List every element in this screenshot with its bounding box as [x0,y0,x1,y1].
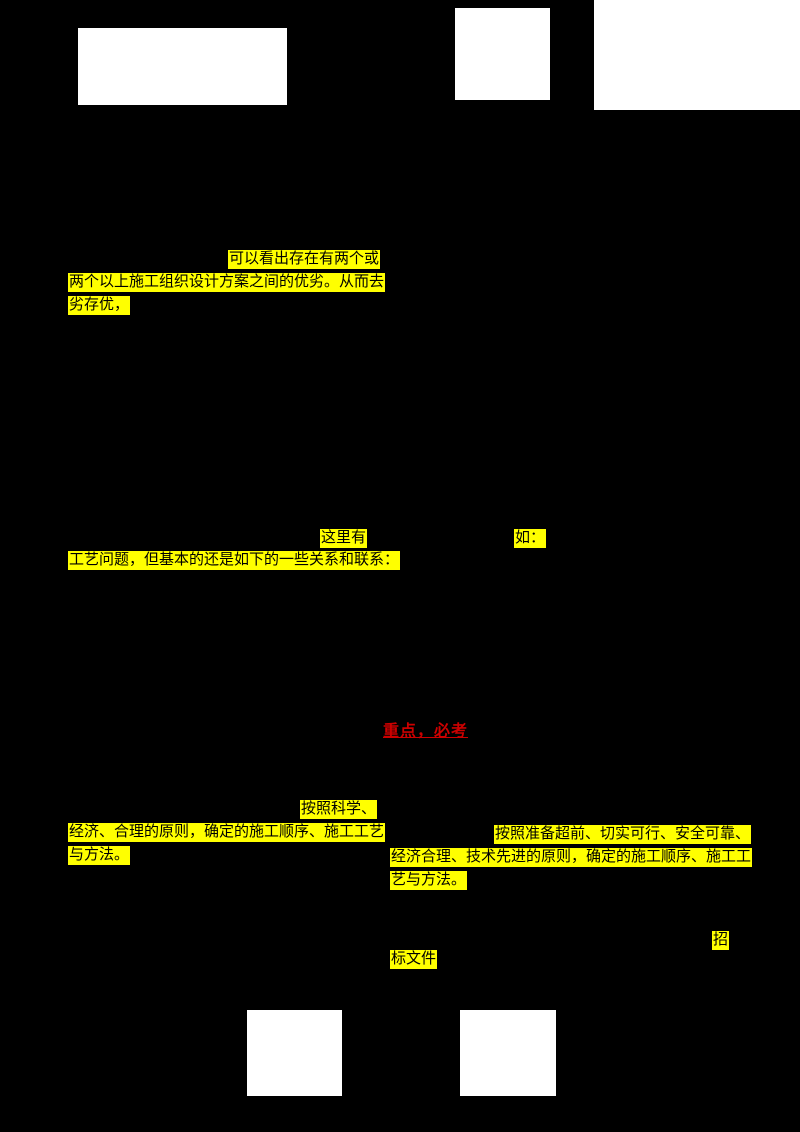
highlight-text: 劣存优， [68,296,131,315]
figure-placeholder-top-middle [455,8,550,100]
highlight-text: 按照准备超前、切实可行、安全可靠、 [494,825,752,844]
highlight-text: 如： [514,529,547,548]
highlight-text: 经济合理、技术先进的原则，确定的施工顺序、施工工 [390,848,753,867]
highlight-text: 工艺问题，但基本的还是如下的一些关系和联系： [68,551,401,570]
figure-placeholder-top-left [78,28,287,105]
highlight-text: 与方法。 [68,846,131,865]
highlight-text: 标文件 [390,950,438,969]
red-emphasis-text: 重点，必考 [383,723,469,740]
highlight-text: 两个以上施工组织设计方案之间的优劣。从而去 [68,273,386,292]
figure-placeholder-bottom-left [247,1010,342,1096]
highlight-text: 这里有 [320,529,368,548]
highlight-text: 按照科学、 [300,800,378,819]
figure-placeholder-top-right [594,0,800,110]
highlight-text: 可以看出存在有两个或 [228,250,381,269]
highlight-text: 招 [712,931,730,950]
figure-placeholder-bottom-right [460,1010,556,1096]
highlight-text: 艺与方法。 [390,871,468,890]
highlight-text: 经济、合理的原则，确定的施工顺序、施工工艺 [68,823,386,842]
